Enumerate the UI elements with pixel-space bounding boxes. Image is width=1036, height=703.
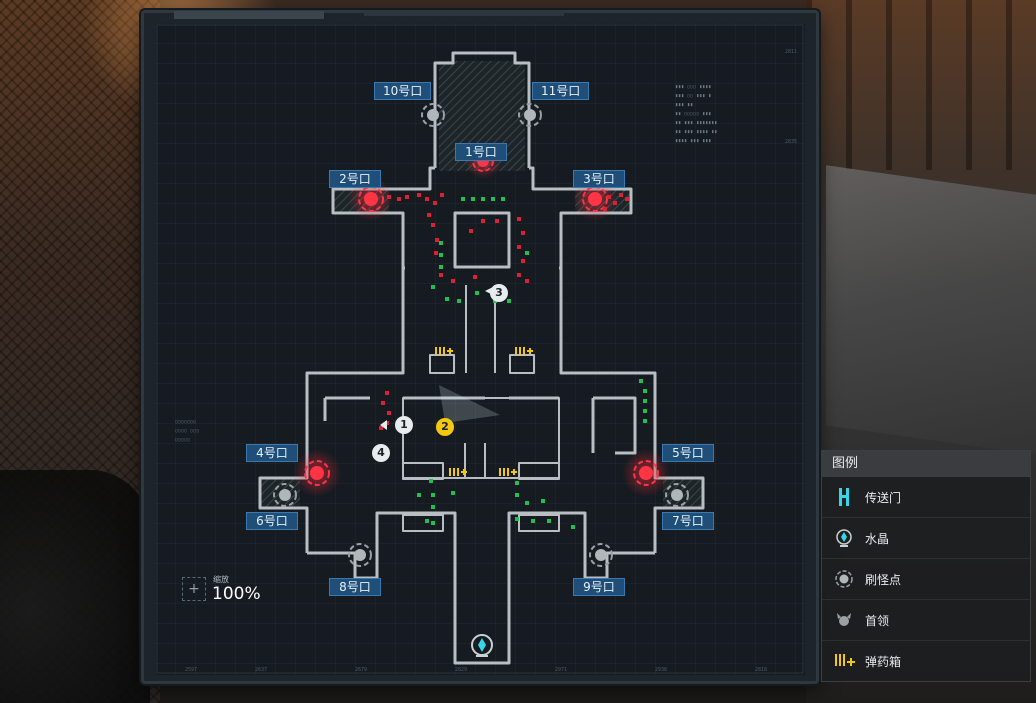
crystal-icon <box>836 529 852 547</box>
gate-label-5: 5号口 <box>662 444 714 462</box>
view-cone <box>439 385 500 423</box>
gate-label-4: 4号口 <box>246 444 298 462</box>
tablet-top-bar <box>174 11 324 19</box>
svg-text:2829: 2829 <box>455 667 467 673</box>
background-panels <box>806 0 1036 170</box>
legend-label: 首领 <box>865 614 890 628</box>
gate-label-6: 6号口 <box>246 512 298 530</box>
svg-text:2938: 2938 <box>655 667 667 673</box>
map-tablet: ▮▮▮ ▯▯▯ ▮▮▮▮▮▮▮ ▯▯ ▮▮▮ ▮▮▮▮ ▮▮▮▮ ▯▯▯▯▯ ▮… <box>141 10 819 684</box>
gate-label-1: 1号口 <box>455 143 507 161</box>
zoom-value: 100% <box>212 584 261 604</box>
player-marker-1[interactable]: 1 <box>395 416 413 434</box>
legend-item-teleporter: 传送门 <box>822 477 1030 518</box>
svg-text:2679: 2679 <box>355 667 367 673</box>
legend-item-crystal: 水晶 <box>822 518 1030 559</box>
legend-panel: 图例 传送门 水晶 刷怪点 首领 <box>821 450 1031 682</box>
enemy-dots <box>379 193 629 430</box>
tablet-top-bar-secondary <box>364 11 564 16</box>
player-marker-3[interactable]: 3 <box>490 284 508 302</box>
gate-label-2: 2号口 <box>329 170 381 188</box>
spawn-point-icon <box>835 570 853 588</box>
map-layout: 2597 2637 2679 2829 2971 2938 2818 2811 2835 <box>156 24 804 674</box>
legend-label: 传送门 <box>865 491 902 505</box>
map-screen[interactable]: ▮▮▮ ▯▯▯ ▮▮▮▮▮▮▮ ▯▯ ▮▮▮ ▮▮▮▮ ▮▮▮▮ ▯▯▯▯▯ ▮… <box>155 23 805 675</box>
gate-label-8: 8号口 <box>329 578 381 596</box>
legend-label: 水晶 <box>865 532 890 546</box>
telemetry-readout: ▮▮▮ ▯▯▯ ▮▮▮▮▮▮▮ ▯▯ ▮▮▮ ▮▮▮▮ ▮▮▮▮ ▯▯▯▯▯ ▮… <box>675 84 718 144</box>
player-hand <box>0 470 150 703</box>
svg-text:2597: 2597 <box>185 667 197 673</box>
zoom-indicator: + 缩放 100% <box>182 573 272 613</box>
gate-label-10: 10号口 <box>374 82 432 100</box>
player-marker-4[interactable]: 4 <box>372 444 390 462</box>
zoom-crosshair-icon: + <box>182 577 206 601</box>
crystal-icon <box>471 634 493 657</box>
gate-label-3: 3号口 <box>573 170 625 188</box>
svg-text:2835: 2835 <box>785 139 797 145</box>
svg-text:2637: 2637 <box>255 667 267 673</box>
legend-label: 弹药箱 <box>865 655 902 669</box>
gate-label-7: 7号口 <box>662 512 714 530</box>
telemetry-readout-left: ▯▯▯▯▯▯▯▯▯▯▯ ▯▯▯▯▯▯▯▯ <box>175 419 200 443</box>
player-marker-2[interactable]: 2 <box>436 418 454 436</box>
spawn-point-icon <box>273 103 689 567</box>
teleporter-icon <box>839 488 849 506</box>
svg-text:2971: 2971 <box>555 667 567 673</box>
legend-item-spawn: 刷怪点 <box>822 559 1030 600</box>
svg-text:2818: 2818 <box>755 667 767 673</box>
legend-item-ammo: 弹药箱 <box>822 641 1030 681</box>
legend-label: 刷怪点 <box>865 573 902 587</box>
background-plate <box>826 165 1036 455</box>
gate-label-11: 11号口 <box>532 82 590 100</box>
legend-title: 图例 <box>822 451 1030 477</box>
gate-label-9: 9号口 <box>573 578 625 596</box>
zoom-title: 缩放 <box>213 575 229 584</box>
svg-text:2811: 2811 <box>785 49 797 55</box>
boss-icon <box>837 613 851 626</box>
legend-item-boss: 首领 <box>822 600 1030 641</box>
ammo-box-icon <box>435 347 533 476</box>
map-walls <box>258 51 705 665</box>
ammo-box-icon <box>835 654 855 666</box>
